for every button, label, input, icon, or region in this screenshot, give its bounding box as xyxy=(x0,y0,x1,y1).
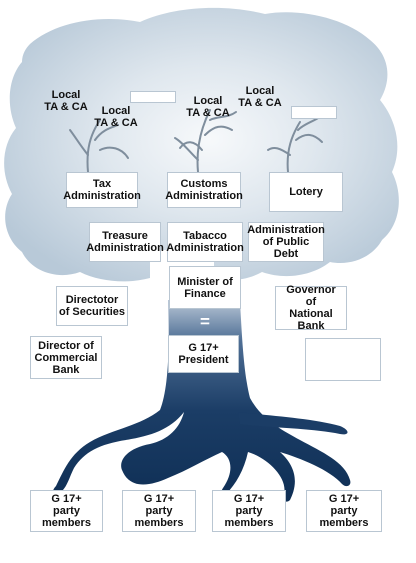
treasure-administration-box: Treasure Administration xyxy=(86,222,164,262)
minister-of-finance-box: Minister of Finance xyxy=(169,266,241,309)
tax-administration-box: Tax Administration xyxy=(63,172,141,208)
public-debt-administration-box: Administration of Public Debt xyxy=(247,222,325,262)
trunk-shape xyxy=(53,300,351,502)
root-right xyxy=(238,412,348,435)
empty-box xyxy=(130,91,176,103)
party-members-box: G 17+ party members xyxy=(212,490,286,532)
party-members-box: G 17+ party members xyxy=(30,490,103,532)
g17-president-box: G 17+ President xyxy=(168,335,239,373)
customs-administration-box: Customs Administration xyxy=(165,172,243,208)
canopy-shape xyxy=(4,7,399,282)
lotery-box: Lotery xyxy=(269,172,343,212)
party-members-box: G 17+ party members xyxy=(122,490,196,532)
director-of-securities-box: Directotor of Securities xyxy=(56,286,128,326)
equals-sign: = xyxy=(200,312,210,331)
director-of-commercial-bank-box: Director of Commercial Bank xyxy=(30,336,102,379)
empty-box xyxy=(291,106,337,119)
local-ta-ca-label: Local TA & CA xyxy=(44,89,88,113)
local-ta-ca-label: Local TA & CA xyxy=(186,95,230,119)
empty-right-box xyxy=(305,338,381,381)
tabacco-administration-box: Tabacco Administration xyxy=(166,222,244,262)
local-ta-ca-label: Local TA & CA xyxy=(94,105,138,129)
governor-national-bank-box: Governor of National Bank xyxy=(275,284,347,332)
local-ta-ca-label: Local TA & CA xyxy=(238,85,282,109)
branches xyxy=(69,109,323,173)
party-members-box: G 17+ party members xyxy=(306,490,382,532)
